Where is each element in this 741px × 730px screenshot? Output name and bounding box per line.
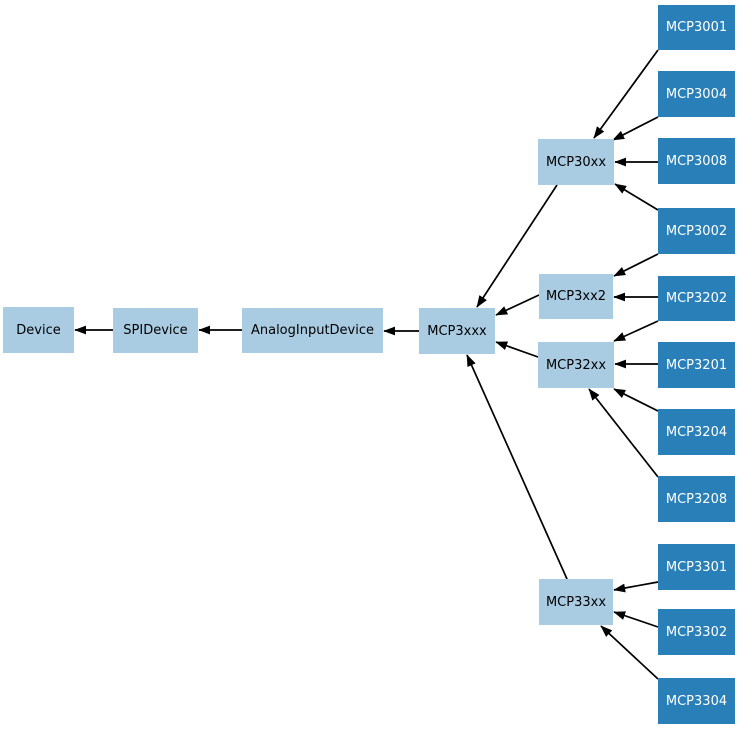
edge-mcp3004-to-mcp30xx <box>612 116 659 141</box>
edge-mcp3304-to-mcp33xx <box>600 625 659 680</box>
class-node-mcp3001[interactable]: MCP3001 <box>658 5 735 50</box>
class-node-mcp33xx[interactable]: MCP33xx <box>539 579 613 625</box>
edge-mcp32xx-to-mcp3xxx <box>495 341 539 358</box>
edge-mcp3204-to-mcp32xx <box>613 388 659 412</box>
class-node-mcp32xx[interactable]: MCP32xx <box>538 342 614 388</box>
class-node-device[interactable]: Device <box>3 307 74 353</box>
edge-mcp3xx2-to-mcp3xxx <box>495 294 540 316</box>
class-node-mcp3xx2[interactable]: MCP3xx2 <box>539 274 613 319</box>
class-node-mcp3002[interactable]: MCP3002 <box>658 208 735 254</box>
class-node-mcp3301[interactable]: MCP3301 <box>658 544 735 590</box>
edge-mcp3002-to-mcp3xx2 <box>613 253 659 277</box>
edge-mcp3301-to-mcp33xx <box>613 581 659 593</box>
class-node-mcp3004[interactable]: MCP3004 <box>658 71 735 117</box>
class-node-mcp3302[interactable]: MCP3302 <box>658 609 735 655</box>
class-node-mcp3201[interactable]: MCP3201 <box>658 342 735 388</box>
edge-mcp33xx-to-mcp3xxx <box>466 354 568 580</box>
edge-mcp3302-to-mcp33xx <box>613 611 659 628</box>
class-node-mcp3202[interactable]: MCP3202 <box>658 276 735 321</box>
class-node-analoginputdevice[interactable]: AnalogInputDevice <box>242 308 383 353</box>
edge-mcp30xx-to-mcp3xxx <box>476 184 558 308</box>
edge-mcp3208-to-mcp32xx <box>588 388 659 478</box>
edge-mcp3001-to-mcp30xx <box>593 49 659 139</box>
class-node-mcp3304[interactable]: MCP3304 <box>658 678 735 724</box>
class-node-mcp3208[interactable]: MCP3208 <box>658 476 735 522</box>
edge-mcp3202-to-mcp32xx <box>613 320 659 342</box>
edge-mcp3002-to-mcp30xx <box>614 183 659 211</box>
inheritance-edges <box>74 49 659 680</box>
class-node-mcp3204[interactable]: MCP3204 <box>658 409 735 455</box>
class-node-mcp3008[interactable]: MCP3008 <box>658 138 735 184</box>
class-node-spidevice[interactable]: SPIDevice <box>113 308 198 353</box>
class-node-mcp30xx[interactable]: MCP30xx <box>538 139 614 185</box>
class-node-mcp3xxx[interactable]: MCP3xxx <box>419 308 495 354</box>
